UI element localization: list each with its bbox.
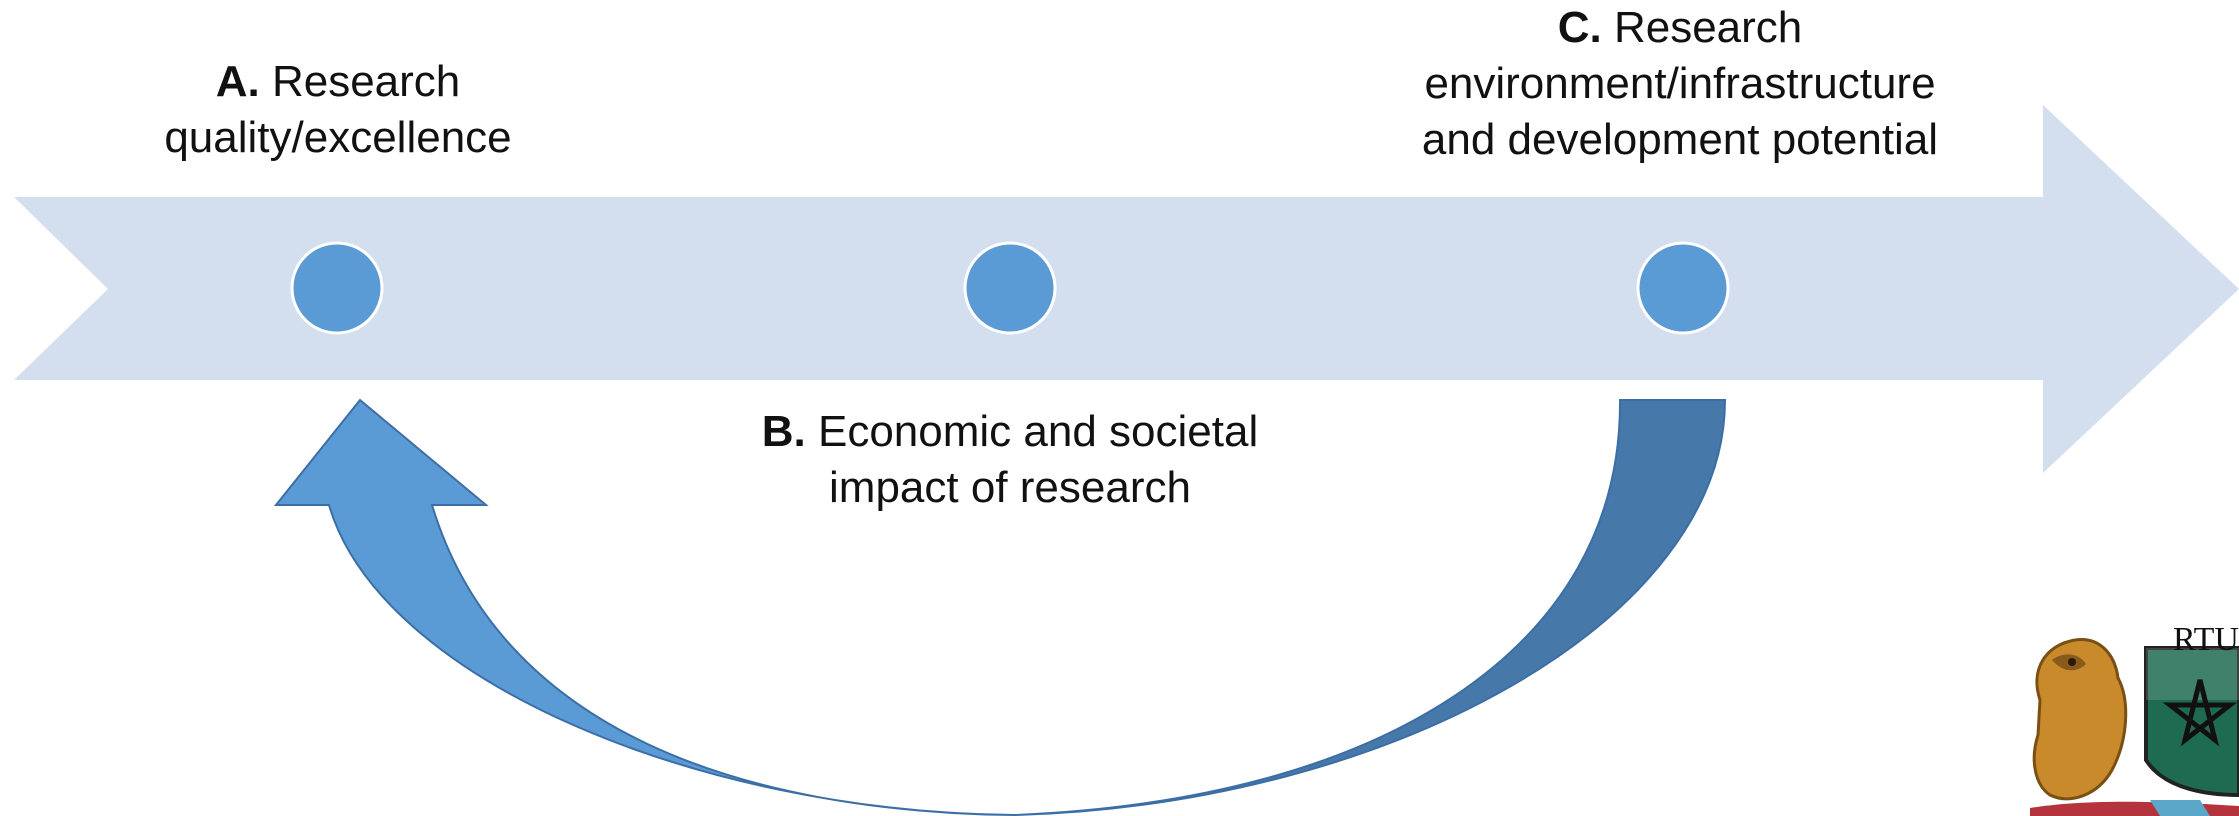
band-arrow xyxy=(14,105,2239,473)
label-c-line1: Research xyxy=(1613,3,1803,52)
shield-emblem xyxy=(2144,646,2239,798)
node-c xyxy=(1636,241,1730,335)
label-b-line1: Economic and societal xyxy=(817,407,1259,456)
node-a xyxy=(290,241,384,335)
feedback-curved-arrow xyxy=(273,398,1727,816)
lion-emblem xyxy=(2032,637,2128,801)
node-b xyxy=(963,241,1057,335)
label-c-letter: C. xyxy=(1557,3,1602,52)
label-c-line3: and development potential xyxy=(1421,115,1939,164)
label-a-letter: A. xyxy=(215,57,260,106)
label-b-letter: B. xyxy=(761,407,806,456)
rtu-logo: RTU xyxy=(2030,621,2239,816)
label-research-quality: A. Research quality/excellence xyxy=(88,54,588,166)
label-a-line2: quality/excellence xyxy=(164,113,512,162)
logo-ribbon-accent xyxy=(2150,800,2210,816)
label-c-line2: environment/infrastructure xyxy=(1424,59,1936,108)
label-a-line1: Research xyxy=(271,57,461,106)
label-economic-impact: B. Economic and societal impact of resea… xyxy=(700,404,1320,516)
label-b-line2: impact of research xyxy=(829,463,1191,512)
logo-text: RTU xyxy=(2173,621,2239,658)
label-research-environment: C. Research environment/infrastructure a… xyxy=(1350,0,2010,168)
